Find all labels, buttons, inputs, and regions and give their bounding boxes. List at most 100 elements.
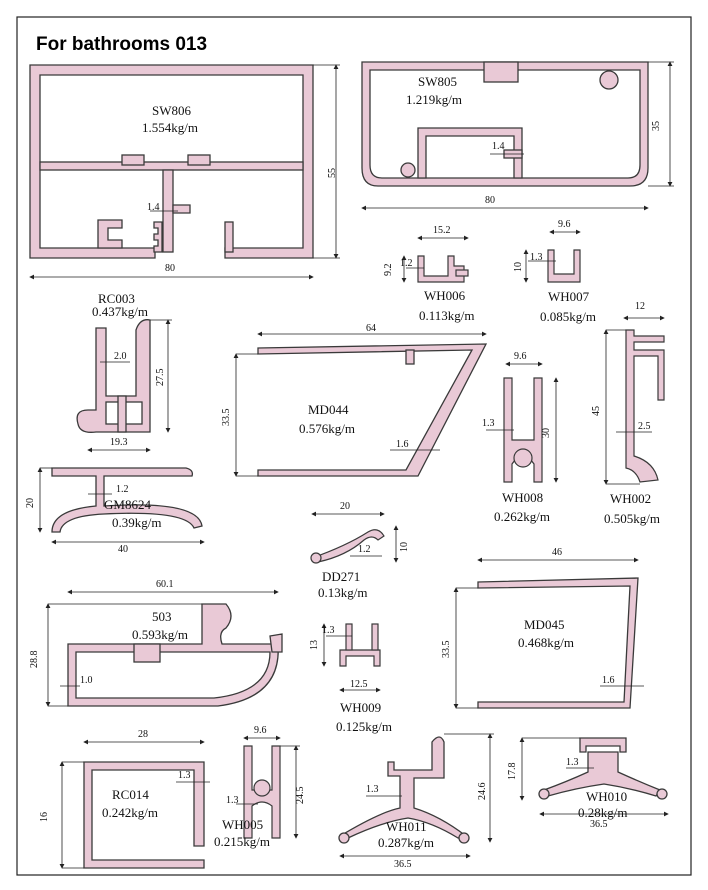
profile-md044-tab [405,349,415,365]
dimension-label: 10 [399,542,410,552]
dimension-label: 1.3 [178,770,191,781]
dimension-label: 27.5 [155,368,166,387]
profile-wh010-end-right [656,788,668,800]
profile-sw805-outer [361,61,649,187]
profile-gm8624-dims [37,467,205,545]
profile-503-shape [67,603,279,707]
dimension-label: 24.5 [295,786,306,805]
profile-wh008 [503,377,543,483]
profile-weight: 0.39kg/m [112,515,162,530]
profile-wh002 [625,329,665,483]
profile-sw806-crossbar [39,161,304,171]
profile-md045-shape [477,577,639,709]
dimension-label: 10 [513,262,524,272]
profile-wh011-end-left [338,832,350,844]
profile-sw806-teeth-left [153,221,163,253]
dimension-label: 1.4 [147,202,160,213]
profile-wh009-dims [321,623,381,693]
dimension-label: 80 [485,195,495,206]
profile-weight: 0.437kg/m [92,304,148,319]
dimension-label: 12.5 [350,679,368,690]
profile-weight: 0.13kg/m [318,585,368,600]
dimension-label: 46 [552,547,562,558]
profile-wh007-shape [547,249,581,283]
profile-wh011-end-right [458,832,470,844]
profile-code: SW805 [418,74,457,89]
dimension-label: 1.2 [400,258,413,269]
dimension-label: 80 [165,263,175,274]
profile-weight: 0.468kg/m [518,635,574,650]
dimension-label: 35 [651,121,662,131]
dimension-label: 1.0 [80,675,93,686]
profile-weight: 0.28kg/m [578,805,628,820]
dimension-label: 15.2 [433,225,451,236]
profile-sw805-top-block [483,61,519,83]
profile-weight: 0.125kg/m [336,719,392,734]
dimension-label: 1.3 [482,418,495,429]
profile-code: GM8624 [104,497,151,512]
dimension-label: 30 [541,428,552,438]
profile-rc003-web [117,395,127,433]
profile-weight: 0.593kg/m [132,627,188,642]
dimension-label: 60.1 [156,579,174,590]
profile-wh010-shape [579,737,627,753]
profile-wh009-post-right [371,623,379,651]
profile-md045 [477,577,639,709]
profile-wh011-shape [338,736,468,839]
dimension-label: 17.8 [507,762,518,781]
profile-503-block [133,643,161,663]
profile-wh006-dims [401,235,469,283]
dimension-label: 9.6 [558,219,571,230]
profile-wh011-dims [339,733,494,859]
dimension-label: 40 [118,544,128,555]
profile-code: WH007 [548,289,590,304]
dimension-label: 9.2 [383,263,394,277]
profile-sw805-inner-channel [417,127,523,179]
profile-sw806-teeth-right [224,221,234,253]
profile-wh010-body [543,751,661,797]
dimension-label: 24.6 [477,782,488,801]
profile-dd271 [310,529,385,564]
dimension-label: 2.0 [114,351,127,362]
profile-code: 503 [152,609,172,624]
profile-sw805-bead [400,162,416,178]
profile-rc014 [83,761,205,869]
dimension-label: 28 [138,729,148,740]
dimension-label: 1.6 [396,439,409,450]
profile-weight: 0.215kg/m [214,834,270,849]
dimension-label: 20 [25,498,36,508]
profile-503 [67,603,283,707]
dimension-label: 16 [39,812,50,822]
profile-code: WH010 [586,789,628,804]
profile-wh010-dims [519,737,669,817]
profile-wh005-bulb [253,779,271,797]
dimension-label: 1.3 [566,757,579,768]
dimension-label: 36.5 [590,819,608,830]
dimension-label: 1.2 [358,544,371,555]
page-title: For bathrooms 013 [36,34,208,55]
profile-code: WH011 [386,819,427,834]
dimension-label: 1.6 [602,675,615,686]
dimension-label: 1.4 [492,141,505,152]
profile-dd271-shape [310,529,385,563]
profile-wh009 [339,623,381,667]
profile-dd271-dims [311,511,399,563]
profile-sw806-clip [97,219,123,249]
profile-code: RC003 [98,291,135,306]
dimension-label: 1.3 [226,795,239,806]
dimension-label: 2.5 [638,421,651,432]
profile-wh009-shape [339,649,381,667]
profile-wh006-shape [417,255,465,283]
profile-code: DD271 [322,569,361,584]
profile-wh008-dims [486,361,559,483]
profile-wh010-end-left [538,788,550,800]
profile-wh005 [243,745,281,839]
dimension-label: 20 [340,501,350,512]
profile-code: WH005 [222,817,264,832]
profile-weight: 0.262kg/m [494,509,550,524]
profile-sw805 [361,61,649,187]
profile-wh007 [547,249,581,283]
profile-md044-dims [233,331,487,477]
dimension-label: 55 [327,168,338,178]
